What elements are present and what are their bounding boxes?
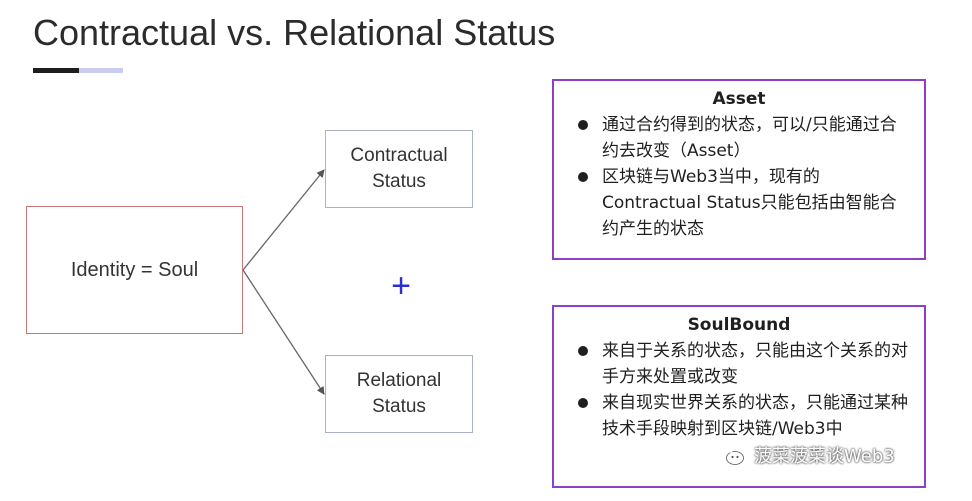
bullet-dot-icon [578, 398, 588, 408]
contractual-status-node: Contractual Status [325, 130, 473, 208]
watermark: 菠菜菠菜谈Web3 [716, 442, 895, 468]
soulbound-bullet-text: 来自于关系的状态，只能由这个关系的对手方来处置或改变 [602, 341, 908, 387]
bullet-dot-icon [578, 172, 588, 182]
soulbound-bullet-list: 来自于关系的状态，只能由这个关系的对手方来处置或改变 来自现实世界关系的状态，只… [568, 338, 910, 442]
asset-bullet-text: 区块链与Web3当中，现有的Contractual Status只能包括由智能合… [602, 167, 897, 239]
soulbound-info-box: SoulBound 来自于关系的状态，只能由这个关系的对手方来处置或改变 来自现… [552, 305, 926, 488]
asset-info-box: Asset 通过合约得到的状态，可以/只能通过合约去改变（Asset） 区块链与… [552, 79, 926, 260]
asset-bullet-text: 通过合约得到的状态，可以/只能通过合约去改变（Asset） [602, 115, 897, 161]
soulbound-bullet-item: 来自现实世界关系的状态，只能通过某种技术手段映射到区块链/Web3中 [568, 390, 910, 442]
bullet-dot-icon [578, 120, 588, 130]
asset-heading: Asset [712, 89, 766, 109]
soulbound-bullet-text: 来自现实世界关系的状态，只能通过某种技术手段映射到区块链/Web3中 [602, 393, 908, 439]
title-underline-dark-segment [33, 68, 79, 73]
asset-bullet-item: 通过合约得到的状态，可以/只能通过合约去改变（Asset） [568, 112, 910, 164]
contractual-status-label: Contractual Status [350, 145, 448, 192]
wechat-icon [717, 444, 744, 465]
watermark-text: 菠菜菠菜谈Web3 [754, 446, 895, 467]
title-underline [33, 68, 123, 73]
arrow-to-contractual [242, 169, 325, 271]
plus-sign: + [391, 267, 411, 305]
identity-node: Identity = Soul [26, 206, 243, 334]
slide-title: Contractual vs. Relational Status [33, 12, 556, 53]
arrow-to-relational [242, 269, 325, 395]
asset-bullet-list: 通过合约得到的状态，可以/只能通过合约去改变（Asset） 区块链与Web3当中… [568, 112, 910, 242]
soulbound-heading: SoulBound [687, 315, 791, 335]
relational-status-label: Relational Status [356, 370, 442, 417]
bullet-dot-icon [578, 346, 588, 356]
soulbound-bullet-item: 来自于关系的状态，只能由这个关系的对手方来处置或改变 [568, 338, 910, 390]
title-underline-light-segment [79, 68, 123, 73]
relational-status-node: Relational Status [325, 355, 473, 433]
asset-bullet-item: 区块链与Web3当中，现有的Contractual Status只能包括由智能合… [568, 164, 910, 242]
identity-label: Identity = Soul [70, 258, 199, 281]
